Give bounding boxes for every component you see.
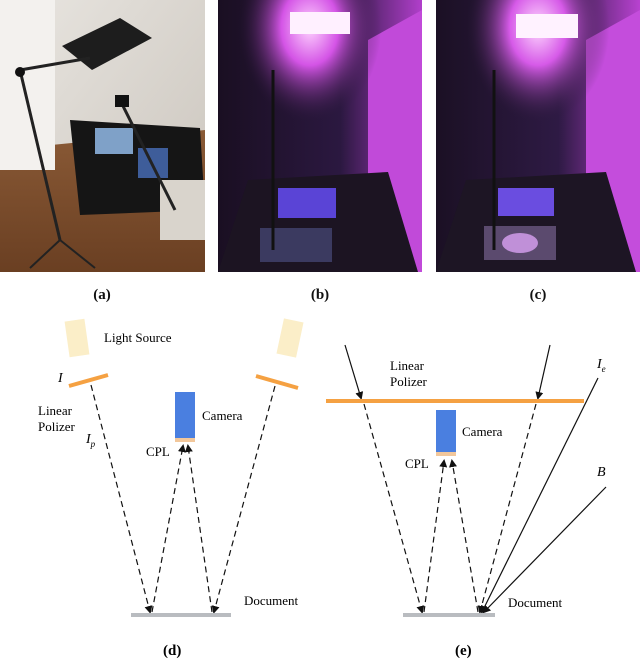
ray-e-left-out — [423, 459, 448, 613]
cpl-filter-d — [175, 438, 195, 442]
ray-d-left-in — [90, 384, 153, 614]
ray-e-right-out — [449, 459, 479, 613]
ray-d-left-out — [151, 444, 186, 613]
ray-d-right-out — [184, 444, 213, 613]
caption-d: (d) — [163, 643, 181, 659]
light-source-left — [64, 318, 90, 358]
cpl-filter-e — [436, 452, 456, 456]
cpl-label-d: CPL — [146, 444, 170, 459]
ray-e-left-in — [363, 403, 425, 614]
camera-d — [175, 392, 195, 438]
linear-polizer-label-e2: Polizer — [390, 374, 427, 389]
ray-e-right-in — [477, 403, 537, 614]
photo-uv-light-doc2 — [436, 0, 640, 272]
caption-b: (b) — [310, 287, 330, 303]
linear-polizer-label-e1: Linear — [390, 358, 425, 373]
diagram-e: Linear Polizer Camera CPL Ie B Document — [326, 344, 607, 617]
document-e — [403, 613, 495, 617]
b-label: B — [597, 465, 606, 480]
ip-label: Ip — [85, 432, 96, 449]
polarizer-left — [68, 373, 109, 388]
linear-polizer-label-2: Polizer — [38, 419, 75, 434]
camera-e — [436, 410, 456, 452]
ray-e-left-incoming — [344, 344, 364, 400]
cpl-label-e: CPL — [405, 456, 429, 471]
document-d — [131, 613, 231, 617]
camera-label-d: Camera — [202, 408, 243, 423]
i-label: I — [57, 371, 64, 386]
linear-polizer-label-1: Linear — [38, 403, 73, 418]
ie-label: Ie — [596, 357, 606, 374]
caption-c: (c) — [529, 287, 547, 303]
light-source-label: Light Source — [104, 330, 172, 345]
photo-setup-overview — [0, 0, 205, 272]
polarizer-right — [255, 374, 299, 390]
document-label-e: Document — [508, 595, 563, 610]
caption-e: (e) — [455, 643, 472, 659]
ray-d-right-in — [211, 385, 276, 614]
camera-label-e: Camera — [462, 424, 503, 439]
optics-diagrams: Light Source I Linear Polizer Ip Camera … — [38, 318, 607, 659]
document-label-d: Document — [244, 593, 299, 608]
ray-e-right-incoming — [535, 344, 551, 400]
diagram-d: Light Source I Linear Polizer Ip Camera … — [38, 318, 304, 617]
ray-e-b — [482, 486, 607, 614]
caption-a: (a) — [93, 287, 111, 303]
light-source-right — [276, 318, 304, 358]
ray-e-ie — [481, 377, 599, 614]
photo-uv-light-doc1 — [218, 0, 422, 272]
